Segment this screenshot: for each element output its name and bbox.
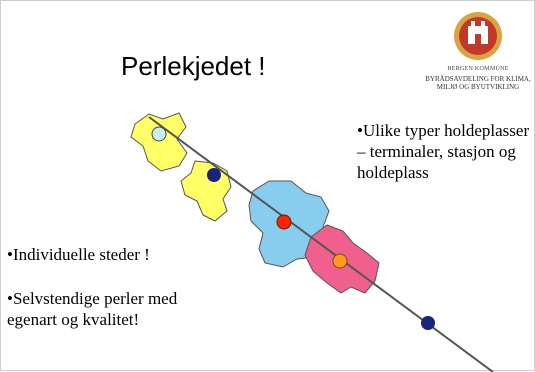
logo-department: BYRÅDSAVDELING FOR KLIMA, MILJØ OG BYUTV… [425, 75, 531, 91]
coat-of-arms-icon [454, 12, 502, 60]
orange-dot [332, 253, 348, 269]
light-dot [151, 126, 167, 142]
navy-dot-upper [207, 168, 221, 182]
bullet-individual-places: •Individuelle steder ! [7, 245, 150, 264]
bullet-stop-types: •Ulike typer holdeplasser – terminaler, … [357, 121, 530, 182]
chain-line [148, 116, 494, 372]
red-dot [276, 214, 292, 230]
yellow-pearl-second [180, 160, 232, 222]
bullet-independent-pearls: •Selvstendige perler med egenart og kval… [7, 289, 178, 329]
logo-org-name: BERGEN KOMMUNE [447, 66, 509, 72]
municipality-logo: BERGEN KOMMUNE BYRÅDSAVDELING FOR KLIMA,… [425, 9, 531, 105]
yellow-pearl-top [130, 112, 188, 172]
navy-dot-lower [421, 316, 435, 330]
slide-title: Perlekjedet ! [121, 51, 266, 81]
